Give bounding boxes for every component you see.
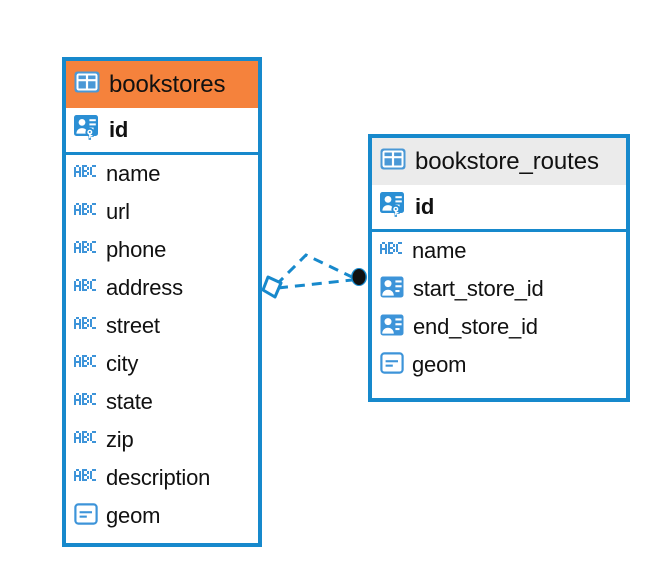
text-abc-icon [74, 392, 98, 412]
field-list-bookstore-routes: name start_store_id [372, 232, 626, 384]
text-abc-icon [74, 202, 98, 222]
field-row-id[interactable]: id [66, 108, 258, 152]
text-abc-icon [380, 241, 404, 261]
text-abc-icon [74, 164, 98, 184]
field-name: zip [106, 427, 134, 452]
field-name: city [106, 351, 139, 376]
relationship-branch-lower [277, 278, 353, 290]
field-name: name [412, 238, 467, 263]
entity-title: bookstores [109, 70, 226, 98]
geometry-icon [74, 502, 98, 530]
primary-key-section-bookstores: id [66, 108, 258, 155]
field-name: url [106, 199, 130, 224]
field-name: id [109, 117, 129, 142]
field-name: start_store_id [413, 276, 544, 301]
field-name: name [106, 161, 161, 186]
table-icon [380, 148, 406, 175]
field-name: phone [106, 237, 167, 262]
entity-bookstore-routes[interactable]: bookstore_routes [368, 134, 630, 402]
field-row-url[interactable]: url [66, 193, 258, 231]
entity-header-bookstore-routes[interactable]: bookstore_routes [372, 138, 626, 185]
field-name: geom [412, 352, 467, 377]
relationship-branch-upper [274, 253, 353, 287]
geometry-icon [380, 351, 404, 379]
field-row-phone[interactable]: phone [66, 231, 258, 269]
field-name: id [415, 194, 435, 219]
field-row-id[interactable]: id [372, 185, 626, 229]
field-name: street [106, 313, 160, 338]
field-row-street[interactable]: street [66, 307, 258, 345]
field-row-address[interactable]: address [66, 269, 258, 307]
field-list-bookstores: name u [66, 155, 258, 535]
primary-key-icon [74, 115, 101, 145]
field-row-geom[interactable]: geom [66, 497, 258, 535]
primary-key-icon [380, 192, 407, 222]
relationship-source-marker [261, 275, 283, 299]
field-row-description[interactable]: description [66, 459, 258, 497]
field-row-state[interactable]: state [66, 383, 258, 421]
field-name: address [106, 275, 183, 300]
field-row-geom[interactable]: geom [372, 346, 626, 384]
field-name: state [106, 389, 153, 414]
text-abc-icon [74, 430, 98, 450]
field-name: end_store_id [413, 314, 538, 339]
field-row-name[interactable]: name [372, 232, 626, 270]
entity-bookstores[interactable]: bookstores [62, 57, 262, 547]
text-abc-icon [74, 354, 98, 374]
field-row-start-store-id[interactable]: start_store_id [372, 270, 626, 308]
relationship-target-halo [351, 268, 367, 286]
foreign-key-icon [380, 276, 405, 303]
table-icon [74, 71, 100, 98]
entity-title: bookstore_routes [415, 147, 599, 175]
field-name: description [106, 465, 211, 490]
text-abc-icon [74, 278, 98, 298]
entity-header-bookstores[interactable]: bookstores [66, 61, 258, 108]
field-row-zip[interactable]: zip [66, 421, 258, 459]
field-name: geom [106, 503, 161, 528]
foreign-key-icon [380, 314, 405, 341]
field-row-name[interactable]: name [66, 155, 258, 193]
relationship-target-marker [352, 269, 366, 285]
primary-key-section-bookstore-routes: id [372, 185, 626, 232]
field-row-city[interactable]: city [66, 345, 258, 383]
text-abc-icon [74, 468, 98, 488]
field-row-end-store-id[interactable]: end_store_id [372, 308, 626, 346]
text-abc-icon [74, 240, 98, 260]
text-abc-icon [74, 316, 98, 336]
